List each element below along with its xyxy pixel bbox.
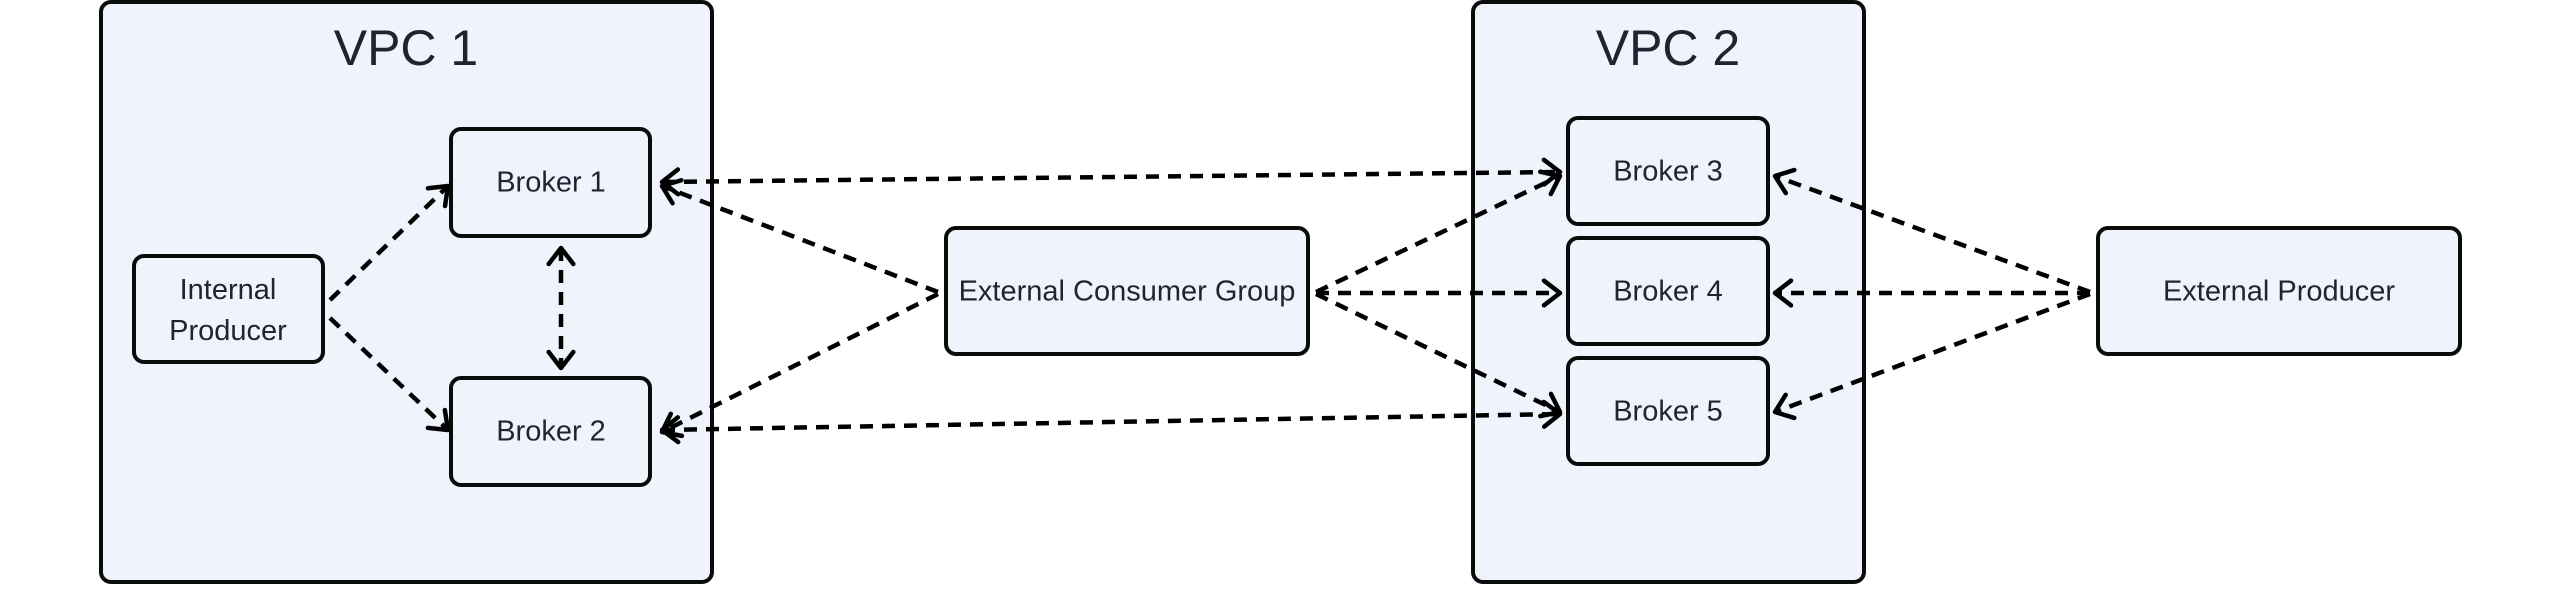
edge-internal-producer-to-broker2 xyxy=(328,316,451,433)
arrow-head-icon xyxy=(1541,278,1563,308)
edge-broker1-to-broker2 xyxy=(546,245,576,371)
edge-line xyxy=(1774,173,2091,295)
arrow-head-icon xyxy=(1537,391,1563,419)
edge-line xyxy=(328,184,450,302)
arrow-head-icon xyxy=(1772,278,1794,308)
edge-line xyxy=(661,183,939,295)
edge-external-producer-to-broker4 xyxy=(1772,278,2090,308)
arrow-tail-icon xyxy=(659,167,681,197)
edge-external-producer-to-broker5 xyxy=(1772,291,2091,421)
node-broker-5[interactable]: Broker 5 xyxy=(1566,356,1770,466)
edge-line xyxy=(661,411,1561,433)
edge-line xyxy=(328,316,450,432)
arrow-head-icon xyxy=(1538,169,1563,197)
edges-layer xyxy=(328,157,2091,445)
node-broker-3[interactable]: Broker 3 xyxy=(1566,116,1770,226)
node-broker-1[interactable]: Broker 1 xyxy=(449,127,652,238)
edge-line xyxy=(1774,291,2091,415)
edge-line xyxy=(1315,173,1561,295)
arrow-tail-icon xyxy=(659,415,681,445)
arrow-head-icon xyxy=(1541,157,1563,187)
node-external-consumer-group[interactable]: External Consumer Group xyxy=(944,226,1310,356)
external-producer-label: External Producer xyxy=(2163,276,2395,308)
arrow-head-icon xyxy=(546,349,576,371)
broker-1-label: Broker 1 xyxy=(496,167,606,199)
arrow-head-icon xyxy=(1772,392,1797,421)
arrow-head-icon xyxy=(425,183,451,209)
node-internal-producer[interactable]: Internal Producer xyxy=(132,254,325,364)
broker-3-label: Broker 3 xyxy=(1613,156,1723,188)
node-broker-4[interactable]: Broker 4 xyxy=(1566,236,1770,346)
edge-broker1-to-broker3 xyxy=(659,157,1563,197)
broker-5-label: Broker 5 xyxy=(1613,396,1723,428)
edge-line xyxy=(1315,291,1561,415)
internal-producer-box[interactable] xyxy=(132,254,325,364)
broker-2-box[interactable] xyxy=(449,376,652,487)
broker-2-label: Broker 2 xyxy=(496,416,606,448)
arrow-head-icon xyxy=(1772,167,1797,196)
edge-external-consumer-group-to-broker3 xyxy=(1315,169,1563,295)
broker-4-label: Broker 4 xyxy=(1613,276,1723,308)
node-broker-2[interactable]: Broker 2 xyxy=(449,376,652,487)
internal-producer-label: Internal xyxy=(180,274,277,306)
external-producer-box[interactable] xyxy=(2096,226,2462,356)
edge-line xyxy=(661,169,1561,185)
external-consumer-group-box[interactable] xyxy=(944,226,1310,356)
broker-1-box[interactable] xyxy=(449,127,652,238)
vpc2-title: VPC 2 xyxy=(1596,20,1741,76)
broker-4-box[interactable] xyxy=(1566,236,1770,346)
broker-5-box[interactable] xyxy=(1566,356,1770,466)
internal-producer-label-line-2: Producer xyxy=(169,315,287,347)
edge-external-producer-to-broker3 xyxy=(1772,167,2091,295)
external-consumer-group-label: External Consumer Group xyxy=(959,276,1296,308)
edge-external-consumer-group-to-broker5 xyxy=(1315,291,1563,419)
arrow-tail-icon xyxy=(546,245,576,267)
edge-broker2-to-broker5 xyxy=(659,399,1563,445)
internal-producer-label-2: Producer xyxy=(169,315,287,347)
node-external-producer[interactable]: External Producer xyxy=(2096,226,2462,356)
vpc1-title: VPC 1 xyxy=(334,20,479,76)
edge-internal-producer-to-broker1 xyxy=(328,183,451,302)
edge-line xyxy=(660,291,940,435)
edge-external-consumer-group-to-broker4 xyxy=(1316,278,1563,308)
arrow-head-icon xyxy=(425,407,451,433)
internal-producer-label-line-1: Internal xyxy=(180,274,277,306)
broker-3-box[interactable] xyxy=(1566,116,1770,226)
